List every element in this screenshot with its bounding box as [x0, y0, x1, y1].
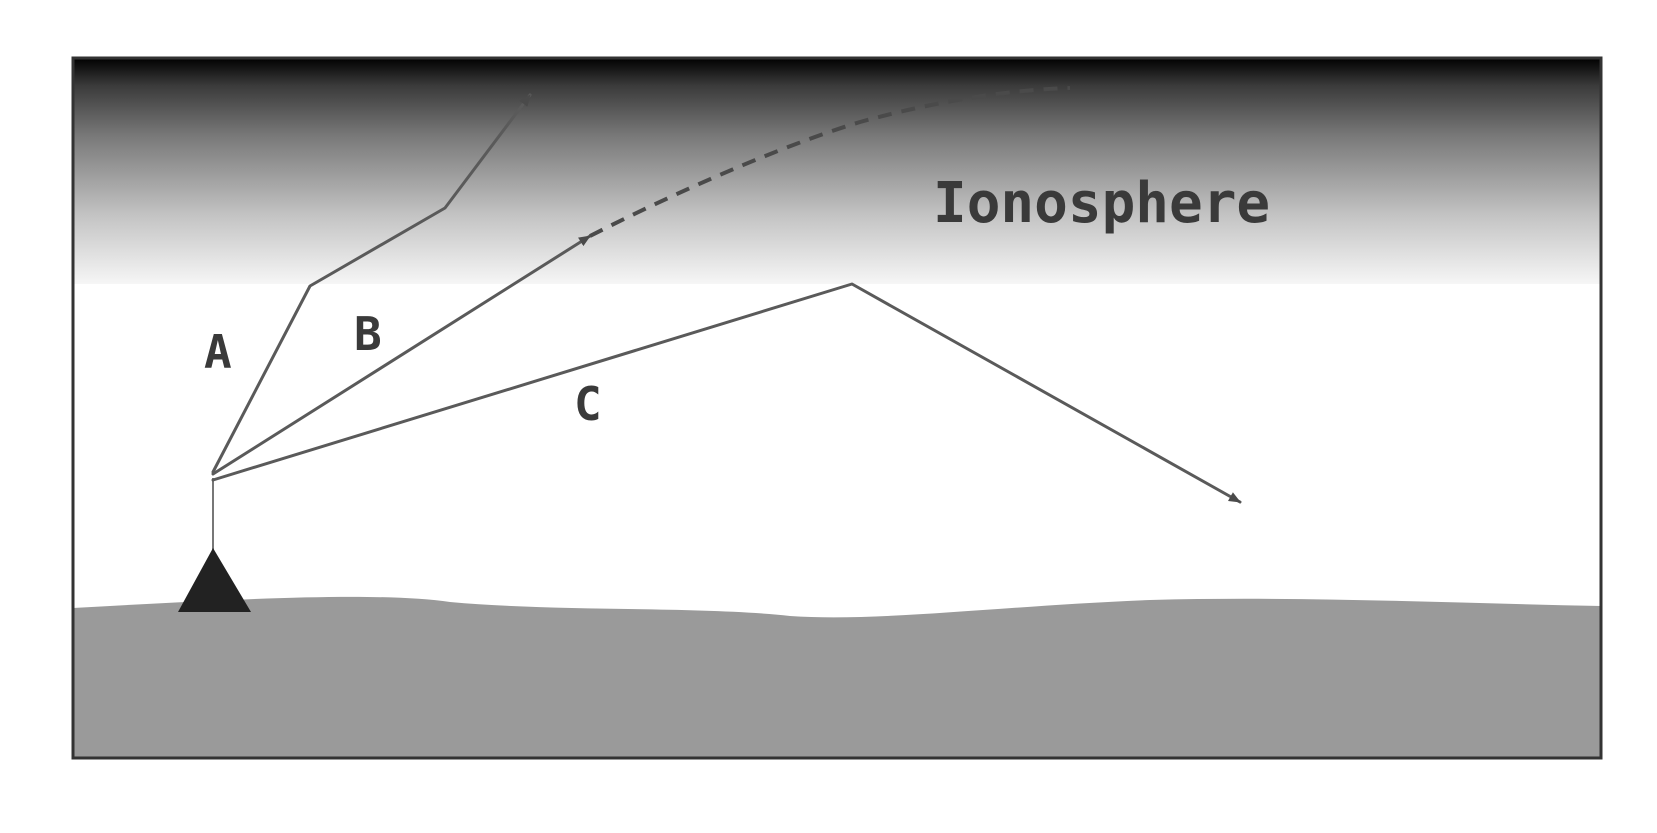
frame-border: [71, 56, 1603, 760]
ray-b-path: [211, 234, 592, 476]
ground: [73, 596, 1601, 758]
ray-c-label: C: [574, 377, 602, 431]
ray-b-label: B: [354, 307, 382, 361]
ray-a-label: A: [204, 325, 232, 379]
ray-a-path: [211, 93, 532, 474]
antenna-icon: [178, 548, 251, 612]
ionosphere-label: Ionosphere: [933, 171, 1270, 236]
ray-b-dashed-path: [589, 86, 1071, 238]
ray-c-path: [211, 282, 1242, 504]
ionosphere-band: [73, 58, 1601, 284]
